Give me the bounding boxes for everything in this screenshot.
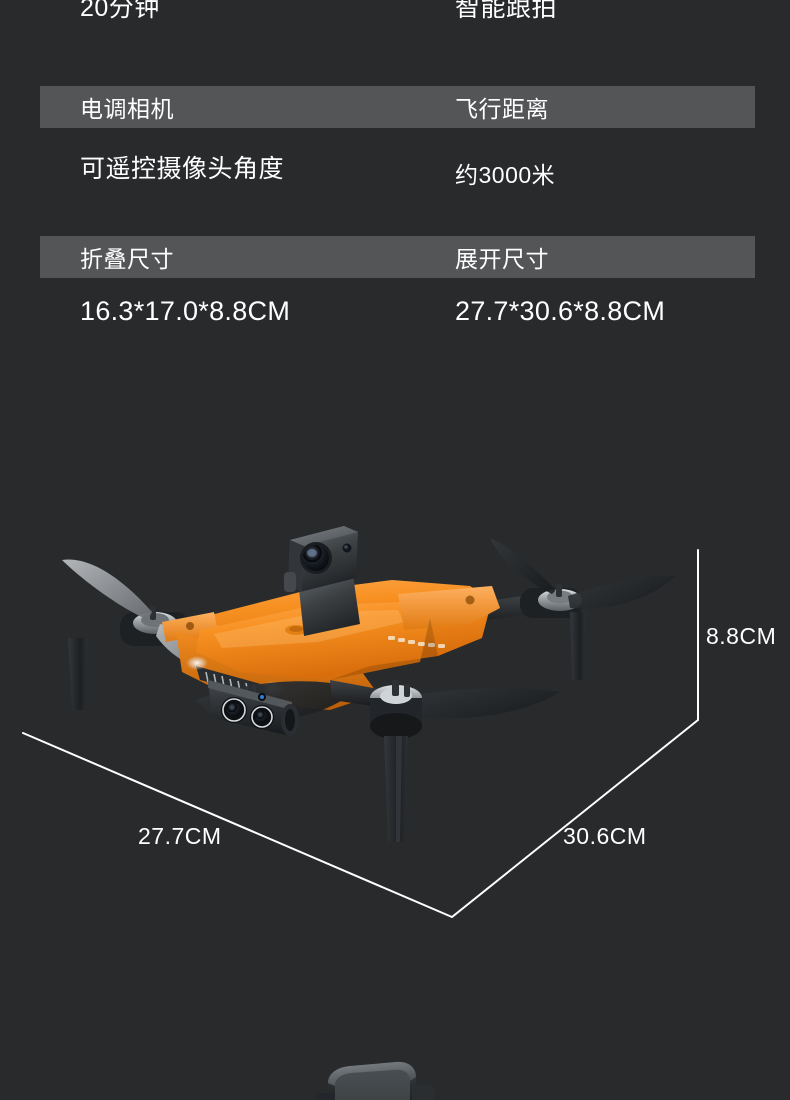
spec-header-bar [40,86,755,128]
height-dimension-label: 8.8CM [706,623,777,649]
spec-value-cell: 约3000米 [455,150,555,196]
width-dimension-line [22,732,453,918]
spec-header-cell: 飞行距离 [455,86,549,128]
spec-header-row-folded-unfolded: 折叠尺寸 展开尺寸 [0,236,790,278]
spec-value-text: 20分钟 [80,0,160,22]
spec-value-text: 智能跟拍 [455,0,558,22]
spec-value-text: 约3000米 [455,162,556,188]
spec-header-cell: 展开尺寸 [455,236,549,278]
spec-value-cell: 27.7*30.6*8.8CM [455,288,665,334]
spec-value-cell: 20分钟 [80,0,160,26]
spec-value-text: 可遥控摄像头角度 [80,155,285,183]
spec-value-row-folded-unfolded: 16.3*17.0*8.8CM 27.7*30.6*8.8CM [0,288,790,334]
spec-value-text: 27.7*30.6*8.8CM [455,295,666,326]
dimension-lines-svg [22,549,699,918]
spec-header-text: 展开尺寸 [455,246,549,272]
spec-header-bar [40,236,755,278]
spec-value-cell: 智能跟拍 [455,0,557,26]
spec-value-cell: 16.3*17.0*8.8CM [80,288,290,334]
depth-dimension-line [451,719,699,918]
spec-header-text: 折叠尺寸 [80,246,174,272]
spec-row-cropped-top: 20分钟 智能跟拍 [0,0,790,26]
spec-value-text: 16.3*17.0*8.8CM [80,295,291,326]
spec-header-text: 飞行距离 [455,96,549,122]
spec-header-row-gimbal-distance: 电调相机 飞行距离 [0,86,790,128]
bottom-preview-module [280,1055,510,1100]
spec-value-cell: 可遥控摄像头角度 [80,144,284,190]
depth-dimension-label: 30.6CM [563,823,647,849]
spec-header-cell: 电调相机 [80,86,174,128]
spec-header-cell: 折叠尺寸 [80,236,174,278]
dimension-diagram: 27.7CM 30.6CM 8.8CM [0,380,790,1000]
width-dimension-label: 27.7CM [138,823,222,849]
spec-header-text: 电调相机 [80,96,174,122]
camera-module-partial-svg [316,1061,434,1100]
spec-value-row-gimbal-distance: 可遥控摄像头角度 约3000米 [0,144,790,190]
spec-table: 20分钟 智能跟拍 电调相机 飞行距离 可遥控摄像头角度 约3000米 [0,0,790,350]
